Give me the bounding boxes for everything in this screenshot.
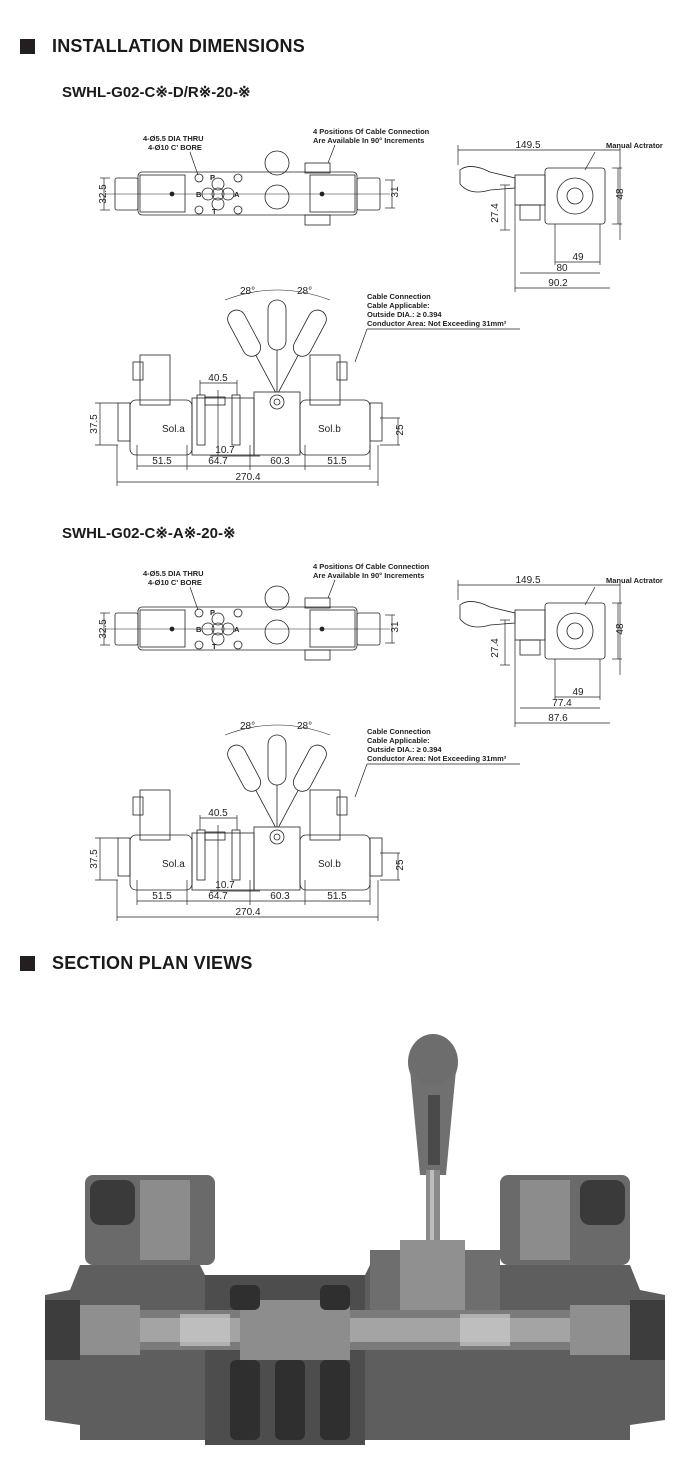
dim-60-3: 60.3 [270, 456, 290, 467]
dim-60-3: 60.3 [270, 891, 290, 902]
dim-32-5: 32.5 [98, 184, 109, 204]
dim-32-5: 32.5 [98, 619, 109, 639]
port-b: B [196, 190, 202, 199]
port-a: A [234, 625, 240, 634]
solenoid-b-label: Sol.b [318, 859, 341, 870]
port-p: P [210, 608, 215, 617]
manual-actuator-label: Manual Actrator [606, 141, 663, 150]
port-a: A [234, 190, 240, 199]
dim-40-5: 40.5 [208, 808, 228, 819]
cable-note-line1: 4 Positions Of Cable Connection [313, 562, 430, 571]
dim-31: 31 [390, 186, 401, 198]
dim-90-2: 90.2 [548, 278, 568, 289]
section-plan-view-illustration [45, 1034, 665, 1445]
dim-37-5: 37.5 [89, 414, 100, 434]
port-p: P [210, 173, 215, 182]
hole-note-dia: 4-Ø5.5 DIA THRU [143, 569, 204, 578]
section-plan-views-heading: SECTION PLAN VIEWS [52, 953, 253, 973]
dim-25: 25 [395, 424, 406, 436]
port-b: B [196, 625, 202, 634]
solenoid-a-label: Sol.a [162, 424, 185, 435]
dim-25: 25 [395, 859, 406, 871]
dim-31: 31 [390, 621, 401, 633]
hole-note-dia: 4-Ø5.5 DIA THRU [143, 134, 204, 143]
dim-51-5-left: 51.5 [152, 456, 172, 467]
solenoid-a-label: Sol.a [162, 859, 185, 870]
cable-spec-line-1: Cable Connection [367, 292, 431, 301]
port-t: T [212, 642, 217, 651]
dim-40-5: 40.5 [208, 373, 228, 384]
hole-note-cbore: 4-Ø10 C' BORE [148, 578, 202, 587]
cable-spec-line-4: Conductor Area: Not Exceeding 31mm² [367, 754, 507, 763]
dim-90-2: 87.6 [548, 713, 568, 724]
angle-right: 28° [297, 721, 312, 732]
dim-27-4: 27.4 [490, 638, 501, 658]
angle-right: 28° [297, 286, 312, 297]
cable-spec-line-2: Cable Applicable: [367, 301, 430, 310]
dim-149-5: 149.5 [515, 140, 540, 151]
cable-spec-line-3: Outside DIA.: ≥ 0.394 [367, 310, 442, 319]
dim-270-4: 270.4 [235, 472, 260, 483]
dim-48: 48 [615, 623, 626, 635]
manual-actuator-label: Manual Actrator [606, 576, 663, 585]
dim-49: 49 [572, 687, 584, 698]
dim-51-5-right: 51.5 [327, 456, 347, 467]
port-t: T [212, 207, 217, 216]
installation-dimensions-heading: INSTALLATION DIMENSIONS [52, 36, 305, 56]
model-title-2: SWHL-G02-C※-A※-20-※ [62, 525, 236, 542]
dim-64-7: 64.7 [208, 891, 228, 902]
dim-10-7: 10.7 [215, 880, 235, 891]
dim-64-7: 64.7 [208, 456, 228, 467]
hole-note-cbore: 4-Ø10 C' BORE [148, 143, 202, 152]
dim-51-5-left: 51.5 [152, 891, 172, 902]
dim-27-4: 27.4 [490, 203, 501, 223]
section-marker [20, 39, 35, 54]
dim-270-4: 270.4 [235, 907, 260, 918]
dim-80: 80 [556, 263, 568, 274]
dim-51-5-right: 51.5 [327, 891, 347, 902]
cable-spec-line-1: Cable Connection [367, 727, 431, 736]
cable-spec-line-4: Conductor Area: Not Exceeding 31mm² [367, 319, 507, 328]
dim-49: 49 [572, 252, 584, 263]
angle-left: 28° [240, 286, 255, 297]
cable-spec-line-2: Cable Applicable: [367, 736, 430, 745]
model-title-1: SWHL-G02-C※-D/R※-20-※ [62, 84, 251, 101]
dim-48: 48 [615, 188, 626, 200]
cable-note-line2: Are Available In 90° Increments [313, 136, 424, 145]
section-marker [20, 956, 35, 971]
dim-37-5: 37.5 [89, 849, 100, 869]
solenoid-b-label: Sol.b [318, 424, 341, 435]
cable-note-line1: 4 Positions Of Cable Connection [313, 127, 430, 136]
dim-80: 77.4 [552, 698, 572, 709]
cable-spec-line-3: Outside DIA.: ≥ 0.394 [367, 745, 442, 754]
cable-note-line2: Are Available In 90° Increments [313, 571, 424, 580]
angle-left: 28° [240, 721, 255, 732]
dim-149-5: 149.5 [515, 575, 540, 586]
dim-10-7: 10.7 [215, 445, 235, 456]
